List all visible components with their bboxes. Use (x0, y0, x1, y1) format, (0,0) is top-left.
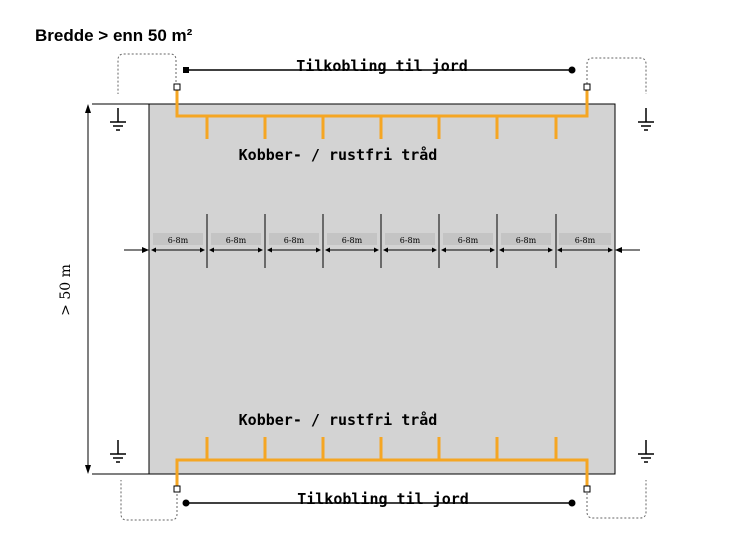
spacing-label-bg (153, 233, 203, 245)
bottom-right-dotted-loop (586, 480, 647, 519)
bottom-wire-label: Kobber- / rustfri tråd (239, 411, 438, 429)
height-dimension (85, 104, 91, 474)
spacing-arrow-right (608, 247, 613, 253)
spacing-label-bg (211, 233, 261, 245)
top-conductor (175, 90, 589, 139)
top-left-terminal (173, 83, 181, 91)
spacing-arrow-left (267, 247, 272, 253)
spacing-arrow-right (548, 247, 553, 253)
top-left-dotted-loop (117, 53, 177, 94)
top-right-dotted-loop (586, 57, 647, 94)
top-wire-label: Kobber- / rustfri tråd (239, 146, 438, 164)
spacing-arrow-left (499, 247, 504, 253)
spacing-label-bg (385, 233, 435, 245)
spacing-label-bg (559, 233, 611, 245)
spacing-label-bg (269, 233, 319, 245)
ground-symbol-icon (638, 108, 654, 131)
spacing-arrow-right (374, 247, 379, 253)
spacing-label: 6-8m (400, 236, 421, 245)
left-spacing-pointer (124, 247, 149, 253)
spacing-arrow-right (490, 247, 495, 253)
spacing-label: 6-8m (575, 236, 596, 245)
ground-symbol-icon (110, 440, 126, 463)
spacing-label: 6-8m (168, 236, 189, 245)
spacing-arrow-left (151, 247, 156, 253)
spacing-arrow-left (209, 247, 214, 253)
roof-area (148, 103, 616, 475)
bottom-left-terminal (173, 485, 181, 493)
height-dimension-label: > 50 m (58, 264, 74, 316)
spacing-label-bg (443, 233, 493, 245)
ground-symbol-icon (110, 108, 126, 131)
spacing-label: 6-8m (342, 236, 363, 245)
diagram-title: Bredde > enn 50 m² (35, 26, 193, 45)
bottom-left-dotted-loop (120, 480, 178, 521)
spacing-arrow-right (200, 247, 205, 253)
spacing-arrow-right (432, 247, 437, 253)
spacing-arrow-left (557, 247, 562, 253)
top-right-terminal (583, 83, 591, 91)
bottom-right-terminal (583, 485, 591, 493)
spacing-arrow-left (383, 247, 388, 253)
ground-symbol-icon (638, 440, 654, 463)
spacing-label: 6-8m (458, 236, 479, 245)
spacing-label: 6-8m (516, 236, 537, 245)
spacing-row: 6-8m 6-8m 6-8m 6-8m 6-8m 6-8m 6-8m 6-8m (151, 214, 613, 268)
spacing-arrow-left (325, 247, 330, 253)
top-connection-label: Tilkobling til jord (296, 57, 468, 75)
spacing-label-bg (501, 233, 551, 245)
spacing-label: 6-8m (226, 236, 247, 245)
top-connection-line (183, 66, 576, 74)
spacing-label-bg (327, 233, 377, 245)
bottom-conductor (175, 437, 589, 488)
bottom-connection-label: Tilkobling til jord (297, 490, 469, 508)
right-spacing-pointer (615, 247, 640, 253)
spacing-arrow-right (258, 247, 263, 253)
spacing-label: 6-8m (284, 236, 305, 245)
spacing-arrow-left (441, 247, 446, 253)
spacing-arrow-right (316, 247, 321, 253)
bottom-connection-line (182, 499, 576, 507)
